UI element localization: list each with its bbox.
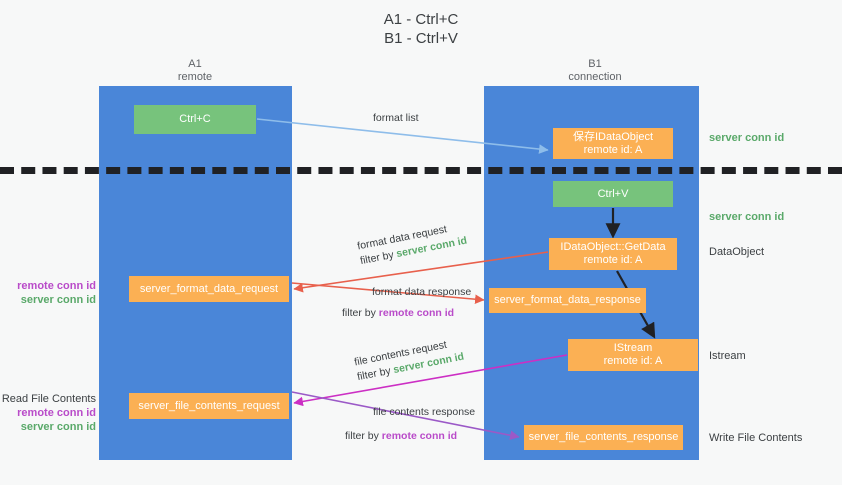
node-server-file-contents-request-label: server_file_contents_request [138,399,280,412]
edge-label-format-data-response: format data response filter by remote co… [334,285,471,321]
arrow-format-data-request [293,251,549,293]
filter-prefix: filter by [345,430,382,442]
node-ctrl-v-label: Ctrl+V [597,187,629,200]
node-idataobject-getdata-label: IDataObject::GetData [560,241,666,253]
node-server-format-data-response-label: server_format_data_response [494,294,641,306]
note-read-file-contents: Read File Contents [1,393,96,405]
node-server-format-data-response[interactable]: server_format_data_response [489,288,646,313]
note-server-conn-id-1: server conn id [709,132,785,144]
edge-label-file-contents-response-text: file contents response [373,406,476,418]
node-server-file-contents-request[interactable]: server_file_contents_request [129,393,289,419]
note-group-conn-ids-1: remote conn id server conn id [0,279,96,307]
title-line-1: A1 - Ctrl+C [383,11,459,28]
node-idataobject-getdata[interactable]: IDataObject::GetData remote id: A [549,238,677,270]
column-header-b1: B1 connection [515,58,675,84]
column-header-a1-sub: remote [177,71,213,83]
node-ctrl-c[interactable]: Ctrl+C [134,105,256,134]
arrow-format-list [256,118,549,154]
node-server-file-contents-response-label: server_file_contents_response [528,431,679,443]
column-header-b1-sub: connection [568,71,622,83]
filter-target-remote-conn-id: remote conn id [381,430,458,442]
node-ctrl-v[interactable]: Ctrl+V [553,181,673,207]
node-save-idataobject[interactable]: 保存IDataObject remote id: A [553,128,673,159]
note-server-conn-id-4: server conn id [20,421,96,433]
phase-separator [0,167,842,174]
arrow-file-contents-response [291,391,520,440]
column-header-a1: A1 remote [115,58,275,84]
node-save-idataobject-remote-id: remote id: A [583,143,643,156]
node-istream-label: IStream [613,342,653,354]
filter-target-remote-conn-id: remote conn id [378,307,455,319]
note-server-conn-id-2: server conn id [709,211,785,223]
note-remote-conn-id-2: remote conn id [17,407,96,419]
node-ctrl-c-label: Ctrl+C [179,113,211,125]
note-group-read-file-contents: Read File Contents remote conn id server… [0,392,96,434]
node-idataobject-getdata-remote-id: remote id: A [583,254,643,266]
title-line-2: B1 - Ctrl+V [384,30,458,47]
note-data-object: DataObject [709,246,765,258]
node-istream-remote-id: remote id: A [603,355,663,367]
note-remote-conn-id-1: remote conn id [17,280,96,292]
note-istream: Istream [709,350,746,362]
note-write-file-contents: Write File Contents [709,432,803,444]
arrow-format-data-response [291,282,485,304]
column-header-b1-name: B1 [588,58,602,70]
node-server-file-contents-response[interactable]: server_file_contents_response [524,425,683,450]
node-istream[interactable]: IStream remote id: A [568,339,698,371]
edge-label-file-contents-response: file contents response filter by remote … [345,405,475,444]
edge-label-format-list-text: format list [373,112,419,124]
node-server-format-data-request[interactable]: server_format_data_request [129,276,289,302]
filter-prefix: filter by [342,307,379,319]
edge-label-format-data-response-text: format data response [372,286,472,298]
arrow-file-contents-request [293,354,568,407]
edge-label-format-list: format list [373,111,419,126]
node-save-idataobject-label: 保存IDataObject [572,130,654,143]
column-header-a1-name: A1 [188,58,202,70]
edge-label-file-contents-response-filter: filter by remote conn id [345,429,475,444]
note-server-conn-id-3: server conn id [20,294,96,306]
node-server-format-data-request-label: server_format_data_request [139,282,279,295]
page-title: A1 - Ctrl+C B1 - Ctrl+V [0,10,842,48]
edge-label-format-data-response-filter: filter by remote conn id [334,306,471,321]
